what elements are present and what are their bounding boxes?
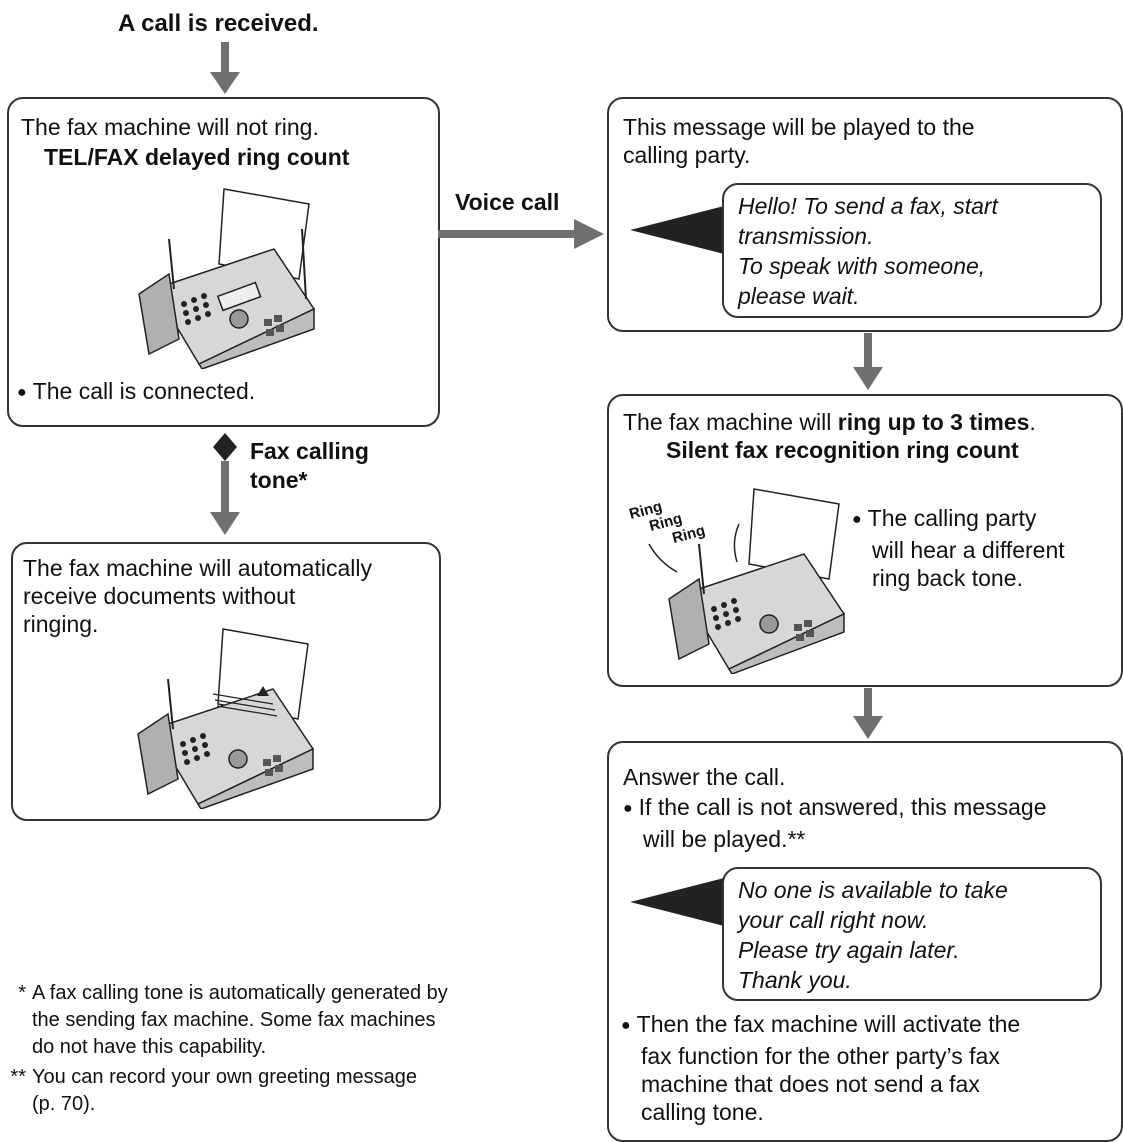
box3-line1-b: ring up to 3 times bbox=[837, 409, 1030, 435]
speech1-line2: transmission. bbox=[738, 223, 874, 249]
footnote-1-line1: A fax calling tone is automatically gene… bbox=[32, 982, 448, 1004]
start-label: A call is received. bbox=[118, 10, 319, 37]
box3-bullet: The calling party will hear a different … bbox=[852, 504, 1065, 592]
box1-line2: TEL/FAX delayed ring count bbox=[44, 144, 350, 170]
box3-bullet-line3: ring back tone. bbox=[872, 565, 1023, 591]
box2-line2: calling party. bbox=[623, 142, 751, 168]
fax-calling-label-1: Fax calling bbox=[250, 438, 369, 464]
arrow-fax-calling bbox=[210, 433, 240, 535]
speech2-line2: your call right now. bbox=[738, 907, 929, 933]
box1-line1: The fax machine will not ring. bbox=[21, 114, 319, 140]
arrow-box3-box5 bbox=[853, 688, 883, 739]
footnote-1-line3: do not have this capability. bbox=[32, 1036, 267, 1058]
fax-machine-ringing-illustration bbox=[648, 488, 846, 674]
box4-line3: ringing. bbox=[23, 611, 99, 637]
box1-bullet: The call is connected. bbox=[17, 377, 255, 409]
box5-bullet2-line3: machine that does not send a fax bbox=[641, 1071, 980, 1097]
box3-line2: Silent fax recognition ring count bbox=[666, 437, 1019, 463]
fax-calling-label-2: tone* bbox=[250, 467, 308, 493]
speech-bubble-greeting: Hello! To send a fax, start transmission… bbox=[722, 183, 1102, 318]
box2-line1: This message will be played to the bbox=[623, 114, 975, 140]
footnote-2-line1: You can record your own greeting message bbox=[32, 1066, 418, 1088]
box3-line1-a: The fax machine will bbox=[623, 409, 838, 435]
speech1-line1: Hello! To send a fax, start bbox=[738, 193, 998, 219]
box3-line1-c: . bbox=[1029, 409, 1036, 435]
box5-bullet2-line4: calling tone. bbox=[641, 1099, 764, 1125]
box3-bullet-line2: will hear a different bbox=[872, 537, 1065, 563]
box4-line1: The fax machine will automatically bbox=[23, 555, 372, 581]
box3-line1: The fax machine will ring up to 3 times. bbox=[623, 408, 1036, 436]
speech2-line1: No one is available to take bbox=[738, 877, 1008, 903]
speech-bubble-unavailable: No one is available to take your call ri… bbox=[722, 867, 1102, 1001]
footnote-1: * A fax calling tone is automatically ge… bbox=[6, 980, 448, 1061]
box5-bullet2: Then the fax machine will activate the f… bbox=[621, 1010, 1021, 1126]
footnote-2: ** You can record your own greeting mess… bbox=[6, 1064, 417, 1118]
box3-bullet-line1: The calling party bbox=[852, 504, 1065, 536]
box4-line2: receive documents without bbox=[23, 583, 296, 609]
footnote-1-line2: the sending fax machine. Some fax machin… bbox=[32, 1009, 436, 1031]
footnote-2-mark: ** bbox=[10, 1066, 26, 1088]
box5-bullet1-line1: If the call is not answered, this messag… bbox=[623, 793, 1047, 825]
box-auto-receive: The fax machine will automatically recei… bbox=[11, 542, 441, 821]
fax-machine-illustration bbox=[138, 188, 316, 369]
speech1-line3: To speak with someone, bbox=[738, 253, 986, 279]
speech2-line4: Thank you. bbox=[738, 967, 852, 993]
speech-pointer-1 bbox=[630, 205, 728, 255]
box5-line1: Answer the call. bbox=[623, 764, 786, 790]
footnote-1-mark: * bbox=[18, 982, 26, 1004]
voice-call-label: Voice call bbox=[455, 189, 560, 215]
box5-bullet1-line2: will be played.** bbox=[643, 826, 806, 852]
box5-bullet1: If the call is not answered, this messag… bbox=[623, 793, 1047, 853]
box-ring-up: The fax machine will ring up to 3 times.… bbox=[607, 394, 1123, 687]
arrow-box2-box3 bbox=[853, 333, 883, 390]
speech-pointer-2 bbox=[630, 877, 728, 927]
box5-bullet2-line1: Then the fax machine will activate the bbox=[621, 1010, 1021, 1042]
arrow-start-down bbox=[210, 42, 240, 94]
box5-bullet2-line2: fax function for the other party’s fax bbox=[641, 1043, 1000, 1069]
footnote-2-line2: (p. 70). bbox=[32, 1093, 96, 1115]
arrow-voice-call bbox=[438, 219, 604, 249]
box-not-ring: The fax machine will not ring. TEL/FAX d… bbox=[7, 97, 440, 427]
fax-machine-receiving-illustration bbox=[137, 628, 315, 809]
speech2-line3: Please try again later. bbox=[738, 937, 960, 963]
speech1-line4: please wait. bbox=[738, 283, 860, 309]
